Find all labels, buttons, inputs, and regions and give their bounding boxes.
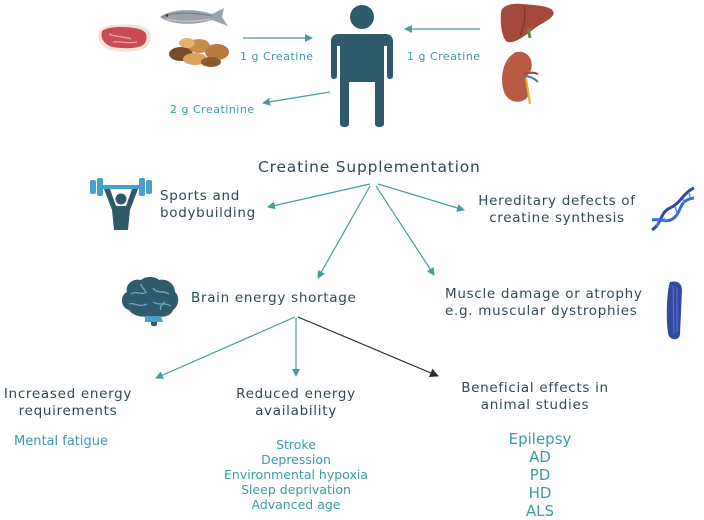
brain-node: Brain energy shortage <box>191 290 357 306</box>
muscle-node: Muscle damage or atrophy e.g. muscular d… <box>445 286 643 320</box>
arrow-to-brain <box>317 185 371 279</box>
muscle-line-2: e.g. muscular dystrophies <box>445 303 638 319</box>
arrow-to-sports <box>267 183 371 210</box>
reduced-line-2: availability <box>255 403 337 419</box>
muscle-icon <box>666 281 682 340</box>
beneficial-item: PD <box>529 466 551 484</box>
arrow-to-increased <box>155 316 296 379</box>
hereditary-node: Hereditary defects of creatine synthesis <box>472 193 642 227</box>
arrow-to-beneficial <box>297 316 439 378</box>
hereditary-line-1: Hereditary defects of <box>478 193 636 209</box>
increased-line-1: Increased energy <box>3 386 133 402</box>
reduced-heading: Reduced energy availability <box>226 386 366 420</box>
brain-icon <box>121 277 179 327</box>
beneficial-heading: Beneficial effects in animal studies <box>450 380 620 414</box>
beneficial-line-2: animal studies <box>480 397 590 413</box>
reduced-item: Depression <box>261 452 331 467</box>
muscle-line-1: Muscle damage or atrophy <box>445 286 643 302</box>
reduced-item: Environmental hypoxia <box>224 467 368 482</box>
arrow-body-to-excretion <box>262 91 331 106</box>
beneficial-item: HD <box>528 484 552 502</box>
beneficial-line-1: Beneficial effects in <box>461 380 609 396</box>
kidney-icon <box>502 51 539 105</box>
person-icon <box>331 5 393 127</box>
sports-line-1: Sports and <box>160 188 240 204</box>
reduced-line-1: Reduced energy <box>236 386 356 402</box>
reduced-items: Stroke Depression Environmental hypoxia … <box>206 437 386 512</box>
creatinine-excretion-label: 2 g Creatinine <box>170 103 255 116</box>
creatine-intake-label: 1 g Creatine <box>240 50 314 63</box>
arrow-to-muscle <box>375 185 435 276</box>
dna-icon <box>651 186 695 232</box>
central-title: Creatine Supplementation <box>258 158 481 176</box>
arrow-to-hereditary <box>377 183 465 212</box>
sports-line-2: bodybuilding <box>160 205 256 221</box>
reduced-item: Sleep deprivation <box>241 482 351 497</box>
meat-icon <box>98 24 151 52</box>
beneficial-item: Epilepsy <box>508 430 572 448</box>
hereditary-line-2: creatine synthesis <box>489 210 625 226</box>
increased-item-1: Mental fatigue <box>14 434 109 449</box>
creatine-synthesis-label: 1 g Creatine <box>407 50 481 63</box>
increased-heading: Increased energy requirements <box>0 386 136 420</box>
weightlifter-icon <box>90 178 152 230</box>
reduced-item: Stroke <box>276 437 316 452</box>
nuts-icon <box>169 38 229 67</box>
increased-line-2: requirements <box>18 403 118 419</box>
sports-node: Sports and bodybuilding <box>160 188 256 222</box>
beneficial-item: ALS <box>525 502 555 520</box>
fish-icon <box>160 8 228 26</box>
liver-icon <box>500 3 554 43</box>
beneficial-item: AD <box>529 448 551 466</box>
beneficial-items: Epilepsy AD PD HD ALS <box>490 430 590 520</box>
reduced-item: Advanced age <box>251 497 341 512</box>
